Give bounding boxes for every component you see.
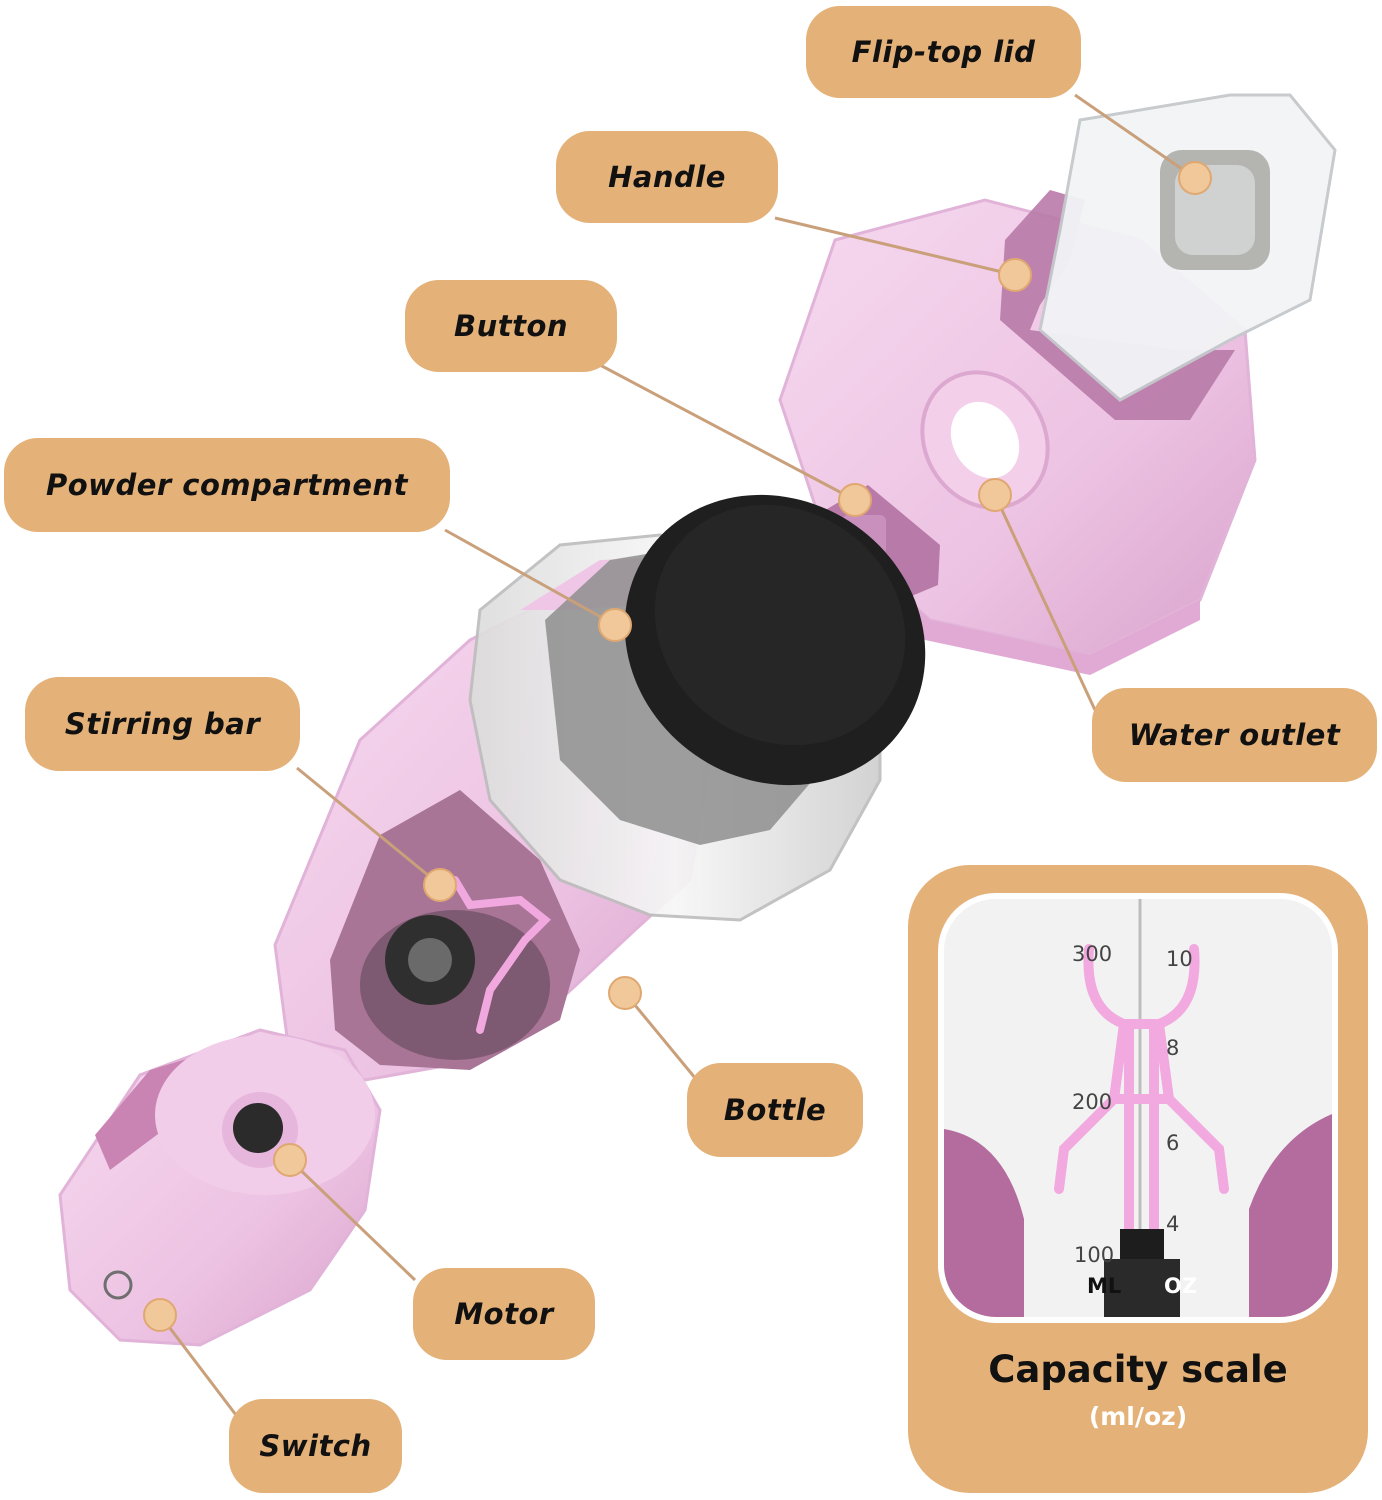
- oz-unit-label: OZ: [1164, 1274, 1198, 1298]
- marker-bottle: [608, 976, 642, 1010]
- leader-stirring-bar: [296, 766, 441, 887]
- oz-tick-4: 4: [1166, 1212, 1180, 1236]
- capacity-scale-closeup: 300 200 100 10 8 6 4 ML OZ: [938, 893, 1338, 1323]
- oz-tick-8: 8: [1166, 1036, 1180, 1060]
- capacity-scale-image: [944, 899, 1332, 1317]
- ml-tick-300: 300: [1072, 942, 1113, 966]
- leader-lines: [158, 93, 1196, 1441]
- leader-water-outlet: [993, 494, 1097, 711]
- label-powder-compartment: Powder compartment: [4, 438, 450, 532]
- capacity-scale-unit: (ml/oz): [1088, 1402, 1188, 1431]
- oz-tick-6: 6: [1166, 1131, 1180, 1155]
- label-bottle: Bottle: [687, 1063, 863, 1157]
- label-switch: Switch: [229, 1399, 402, 1493]
- stirring-bar-closeup: [1054, 944, 1229, 1234]
- marker-handle: [998, 258, 1032, 292]
- marker-stirring-bar: [423, 868, 457, 902]
- leader-bottle: [623, 992, 707, 1091]
- leader-button: [599, 363, 856, 502]
- marker-button: [838, 483, 872, 517]
- label-stirring-bar: Stirring bar: [25, 677, 300, 771]
- capacity-scale-panel: 300 200 100 10 8 6 4 ML OZ Capacity scal…: [908, 865, 1368, 1493]
- motor-base-group: [58, 1028, 382, 1347]
- ml-unit-label: ML: [1087, 1274, 1122, 1298]
- leader-motor: [288, 1158, 417, 1282]
- leader-handle: [774, 216, 1016, 277]
- leader-powder-compartment: [444, 528, 616, 627]
- leader-flip-top-lid: [1074, 93, 1196, 180]
- label-flip-top-lid: Flip-top lid: [806, 6, 1081, 98]
- marker-water-outlet: [978, 478, 1012, 512]
- marker-flip-top-lid: [1178, 161, 1212, 195]
- marker-motor: [273, 1143, 307, 1177]
- label-water-outlet: Water outlet: [1092, 688, 1377, 782]
- switch-icon: [103, 1270, 133, 1300]
- label-handle: Handle: [556, 131, 778, 223]
- ml-tick-100: 100: [1074, 1243, 1115, 1267]
- oz-tick-10: 10: [1166, 947, 1193, 971]
- label-button: Button: [405, 280, 617, 372]
- ml-tick-200: 200: [1072, 1090, 1113, 1114]
- marker-switch: [143, 1298, 177, 1332]
- label-motor: Motor: [413, 1268, 595, 1360]
- marker-powder-compartment: [598, 608, 632, 642]
- stirring-bar-frame: [451, 876, 551, 1034]
- capacity-scale-title: Capacity scale: [988, 1348, 1288, 1391]
- marker-dots: [143, 161, 1212, 1332]
